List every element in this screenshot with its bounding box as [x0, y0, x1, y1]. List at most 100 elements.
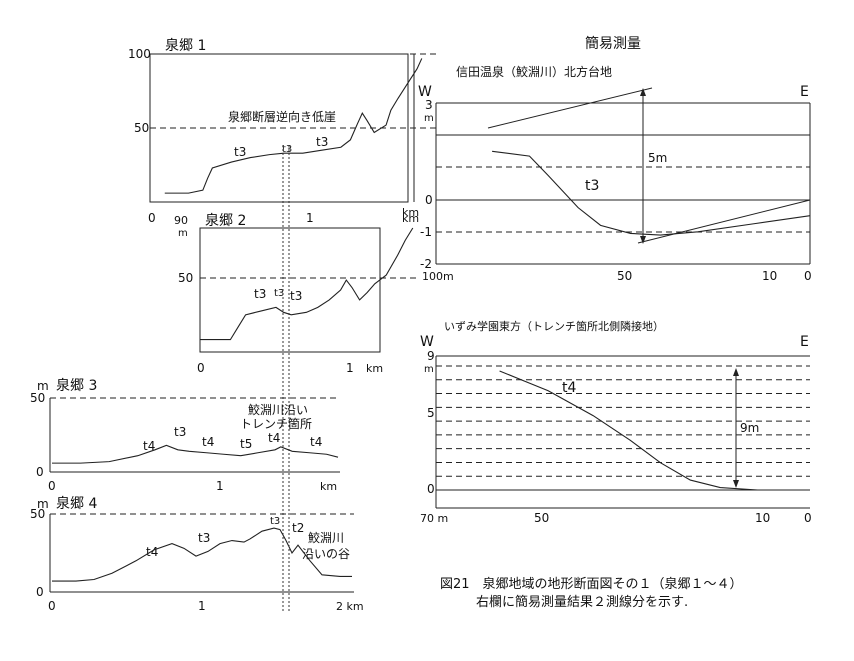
survey-2: いずみ学園東方（トレンチ箇所北側隣接地） W E 9 m 5 0 70 m 50…	[420, 319, 812, 525]
x-tick: 0	[804, 511, 812, 525]
profile-1: 泉郷 1 100 50 0 1 km 泉郷断層逆向き低崖 t3 t3 t3	[128, 37, 440, 225]
valley-annotation: 鮫淵川	[308, 530, 344, 545]
x-tick: km	[366, 362, 383, 375]
terrace-label: t3	[254, 287, 266, 301]
x-unit: km	[402, 206, 419, 219]
figure-caption-line2: 右欄に簡易測量結果２測線分を示す.	[476, 594, 688, 610]
x-tick: km	[402, 212, 419, 225]
direction-east: E	[800, 84, 809, 100]
y-unit: m	[37, 379, 49, 393]
x-tick: 1	[198, 599, 206, 613]
valley-annotation: 沿いの谷	[302, 547, 350, 561]
y-tick: 50	[30, 507, 45, 521]
y-tick: -1	[420, 225, 432, 239]
profile-title: 泉郷 1	[165, 37, 206, 54]
y-unit: m	[178, 228, 188, 239]
survey-header: 簡易測量	[585, 36, 641, 52]
x-tick: 0	[197, 361, 205, 375]
x-tick: 50	[534, 511, 549, 525]
profile-title: 泉郷 2	[205, 212, 246, 229]
trench-annotation: 鮫淵川沿い	[248, 402, 308, 417]
direction-east: E	[800, 334, 809, 350]
survey-line	[499, 370, 810, 491]
y-tick: 9	[427, 349, 435, 363]
terrace-label: t4	[146, 545, 158, 559]
fault-annotation: 泉郷断層逆向き低崖	[228, 109, 336, 124]
survey-title: いずみ学園東方（トレンチ箇所北側隣接地）	[444, 319, 664, 333]
terrace-label: t4	[310, 435, 322, 449]
survey-title: 信田温泉（鮫淵川）北方台地	[456, 64, 612, 79]
terrace-label: t3	[290, 289, 302, 303]
trench-annotation: トレンチ箇所	[240, 417, 312, 431]
x-tick: 2 km	[336, 600, 364, 613]
y-tick: 0	[36, 585, 44, 599]
y-tick: 0	[425, 193, 433, 207]
terrace-label: t3	[234, 145, 246, 159]
arrow-head-up	[640, 88, 646, 96]
x-tick: 50	[617, 269, 632, 283]
y-unit: m	[424, 113, 434, 124]
profile-line	[200, 227, 414, 341]
x-tick: 0	[48, 599, 56, 613]
y-tick: 50	[134, 121, 149, 135]
x-tick: 100m	[422, 270, 454, 283]
profile-line	[164, 58, 423, 194]
y-tick: 50	[178, 271, 193, 285]
profile-2: 泉郷 2 90 m 50 0 1 km km t3 t3 t3	[174, 206, 420, 375]
profile-frame	[199, 227, 381, 353]
terrace-label: t3	[198, 531, 210, 545]
arrow-head-up	[733, 368, 739, 376]
y-tick: 90	[174, 214, 188, 227]
y-tick: 100	[128, 47, 151, 61]
terrace-label: t3	[174, 425, 186, 439]
arrow-head-down	[640, 236, 646, 244]
y-tick: 3	[425, 98, 433, 112]
terrace-label: t5	[240, 437, 252, 451]
direction-west: W	[418, 84, 432, 100]
x-tick: 0	[804, 269, 812, 283]
profile-title: 泉郷 3	[56, 377, 97, 394]
y-tick: 0	[36, 465, 44, 479]
x-tick: 1	[216, 479, 224, 493]
x-tick: 1	[346, 361, 354, 375]
terrace-label: t4	[562, 380, 576, 396]
y-tick: 0	[427, 482, 435, 496]
profile-3: m 泉郷 3 50 0 0 1 km 鮫淵川沿い トレンチ箇所 t4 t3 t4…	[30, 377, 340, 493]
figure-caption-line1: 図21 泉郷地域の地形断面図その１（泉郷１～４）	[440, 576, 743, 592]
height-label: 5m	[648, 151, 667, 165]
x-tick: 10	[755, 511, 770, 525]
x-tick: 0	[48, 479, 56, 493]
x-tick: 1	[306, 211, 314, 225]
survey-2-gridlines	[436, 365, 810, 491]
terrace-label: t3	[282, 144, 292, 155]
x-tick: km	[320, 480, 337, 493]
survey-line	[492, 150, 811, 236]
profile-4: m 泉郷 4 50 0 0 1 2 km 鮫淵川 沿いの谷 t4 t3 t3 t…	[30, 495, 364, 613]
x-tick: 0	[148, 211, 156, 225]
terrace-label: t2	[292, 521, 304, 535]
slope-reference-line	[487, 87, 653, 129]
y-unit: m	[424, 364, 434, 375]
y-tick: 50	[30, 391, 45, 405]
height-label: 9m	[740, 421, 759, 435]
terrace-label: t3	[316, 135, 328, 149]
profile-line	[52, 444, 339, 464]
terrace-label: t4	[202, 435, 214, 449]
slope-reference-line	[637, 199, 811, 244]
profile-frame	[149, 53, 409, 203]
y-tick: -2	[420, 257, 432, 271]
direction-west: W	[420, 334, 434, 350]
x-tick: 10	[762, 269, 777, 283]
terrace-label: t3	[274, 288, 284, 299]
x-tick: 70 m	[420, 512, 448, 525]
profile-line	[52, 527, 352, 582]
terrace-label: t4	[143, 439, 155, 453]
y-tick: 5	[427, 406, 435, 420]
profile-title: 泉郷 4	[56, 495, 97, 512]
arrow-head-down	[733, 480, 739, 488]
terrace-label: t4	[268, 431, 280, 445]
survey-1: 信田温泉（鮫淵川）北方台地 W E 3 m 0 -1 -2 100m 50 10…	[418, 64, 812, 283]
y-unit: m	[37, 497, 49, 511]
terrace-label: t3	[270, 516, 280, 527]
